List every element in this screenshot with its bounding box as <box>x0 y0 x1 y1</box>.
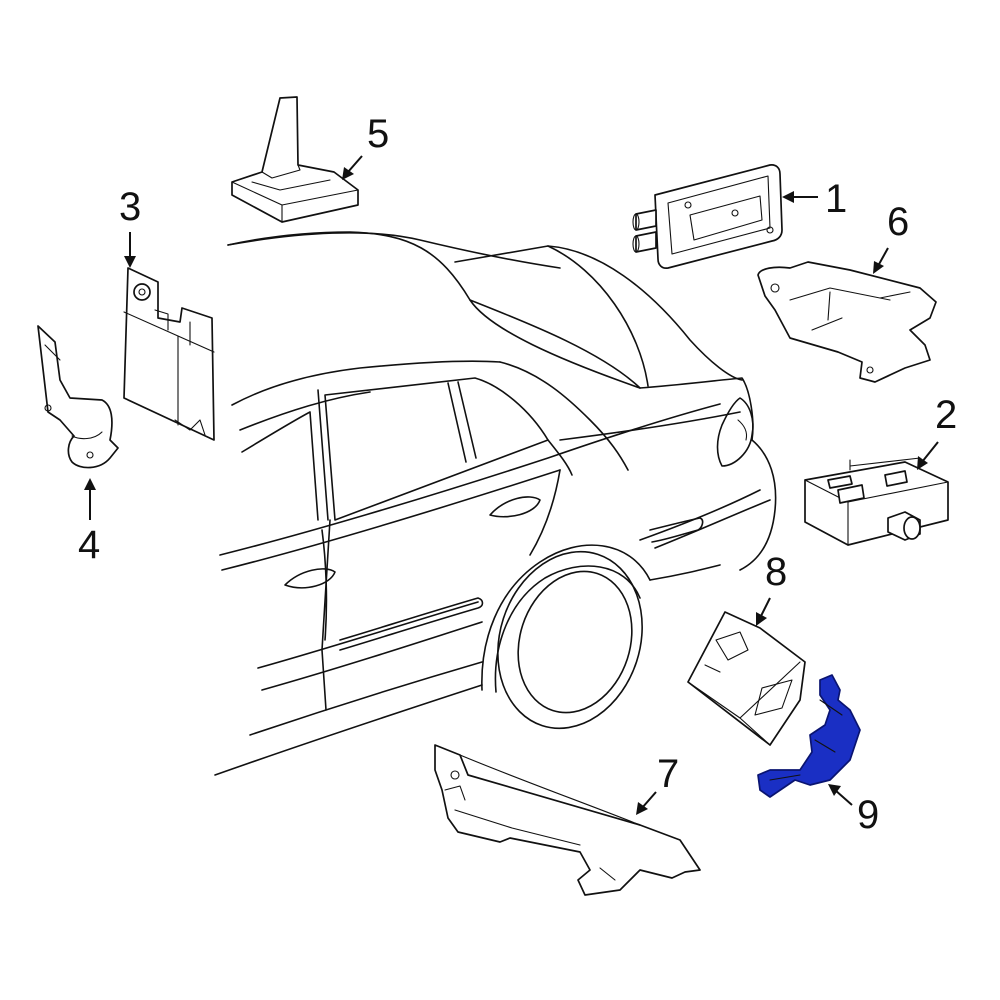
callout-5: 5 <box>342 112 389 180</box>
callout-5-label: 5 <box>367 112 389 156</box>
part-4-bracket[interactable] <box>37 325 119 469</box>
callout-7-label: 7 <box>657 752 679 796</box>
car-body <box>214 231 777 776</box>
part-1-module[interactable] <box>632 164 783 269</box>
callout-2-label: 2 <box>935 393 957 437</box>
callout-8: 8 <box>756 550 787 626</box>
part-7-tray[interactable] <box>434 744 701 896</box>
callout-3: 3 <box>119 185 141 268</box>
part-9-bracket-highlighted[interactable] <box>757 674 861 798</box>
callout-9: 9 <box>828 784 879 837</box>
callout-6: 6 <box>873 200 909 274</box>
part-9-shape <box>757 674 861 798</box>
callout-6-label: 6 <box>887 200 909 244</box>
callout-8-label: 8 <box>765 550 787 594</box>
part-5-antenna[interactable] <box>231 96 359 223</box>
callout-4: 4 <box>78 478 100 567</box>
callout-1: 1 <box>782 177 847 221</box>
callout-1-label: 1 <box>825 177 847 221</box>
part-8-module[interactable] <box>687 611 806 746</box>
callout-2: 2 <box>917 393 957 470</box>
part-6-bracket[interactable] <box>757 261 937 383</box>
part-3-control-unit[interactable] <box>123 267 215 441</box>
part-2-module[interactable] <box>804 457 949 546</box>
callout-3-label: 3 <box>119 185 141 229</box>
callout-4-label: 4 <box>78 523 100 567</box>
callout-9-label: 9 <box>857 793 879 837</box>
callout-7: 7 <box>636 752 679 815</box>
